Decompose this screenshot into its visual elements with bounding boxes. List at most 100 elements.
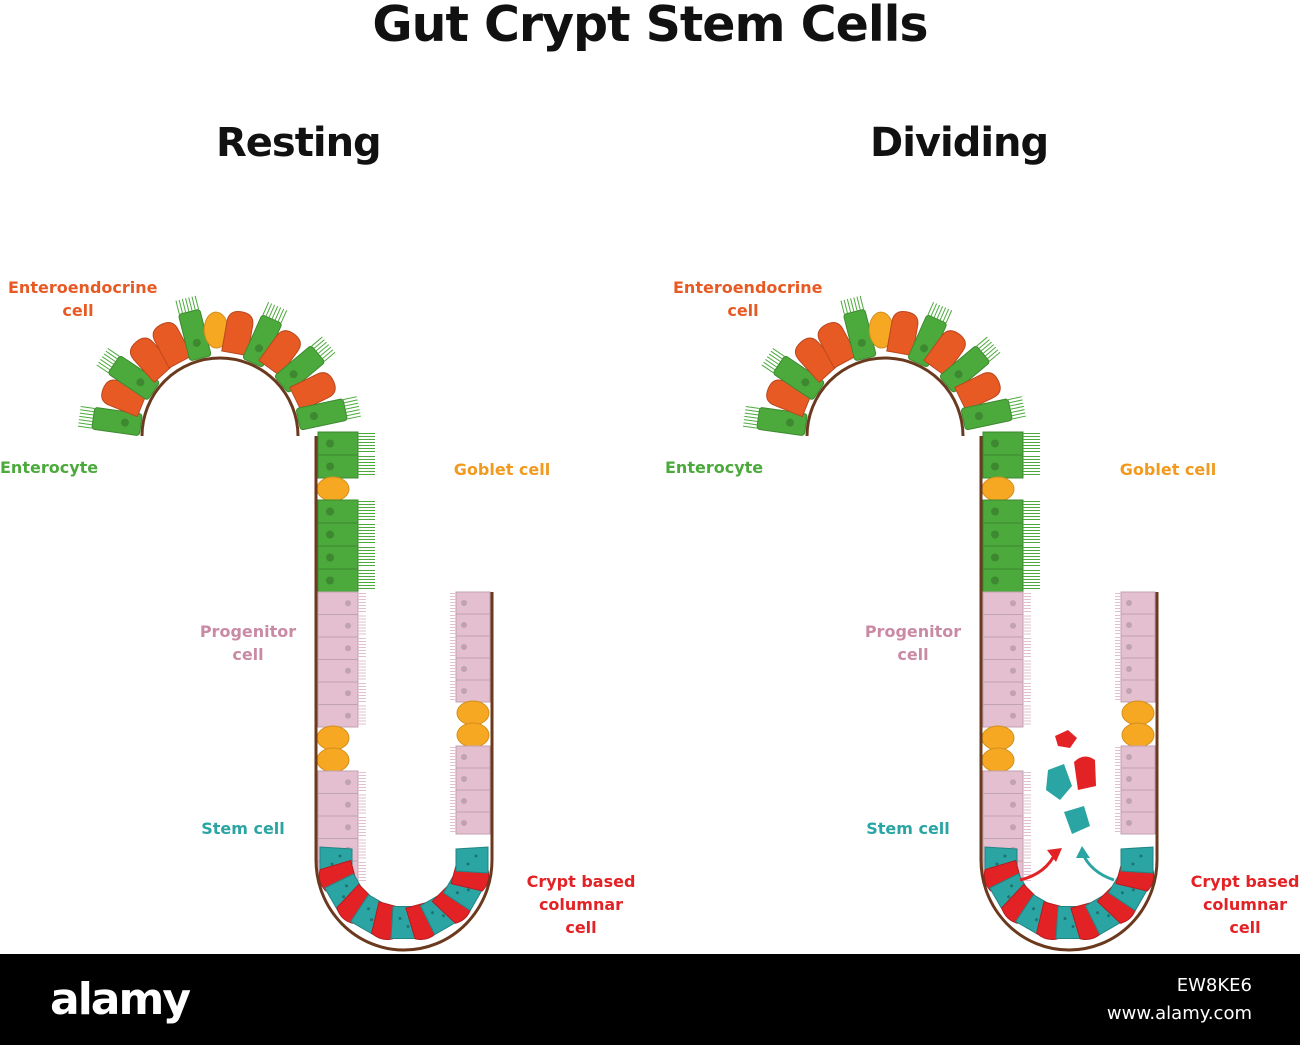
enterocyte-cell (317, 431, 359, 456)
microvillus (744, 412, 759, 416)
microvillus (280, 310, 288, 324)
granule (1131, 862, 1135, 866)
enteroendocrine-cell (817, 322, 858, 369)
label-stem-dividing: Stem cell (866, 819, 950, 838)
footer-bar: alamy EW8KE6 www.alamy.com (0, 954, 1300, 1045)
microvillus (763, 361, 776, 371)
microvillus (101, 356, 115, 365)
nucleus (461, 622, 467, 628)
microvillus (856, 296, 861, 311)
granule (330, 862, 334, 866)
microvillus (105, 350, 118, 360)
nucleus (461, 820, 467, 826)
granule (431, 911, 435, 915)
nucleus (326, 439, 334, 448)
granule (455, 891, 459, 895)
nucleus (345, 600, 351, 607)
arch-cell (840, 295, 877, 361)
nucleus (1010, 667, 1016, 674)
microvillus (311, 336, 323, 347)
microvillus (178, 299, 184, 314)
granule (338, 854, 342, 858)
progenitor-cell (317, 681, 359, 705)
nucleus (1126, 622, 1132, 628)
microvillus (745, 409, 760, 413)
nucleus (309, 412, 318, 421)
granule (1032, 907, 1036, 911)
crypt-dividing (742, 295, 1159, 952)
microvillus (343, 399, 358, 404)
microvillus (936, 306, 944, 320)
nucleus (461, 600, 467, 606)
microvillus (319, 346, 332, 357)
arch-cell (761, 348, 825, 400)
microvillus (78, 422, 93, 426)
nucleus (345, 645, 351, 652)
granule (342, 895, 346, 899)
granule (1034, 918, 1038, 922)
nucleus (255, 344, 264, 353)
crypt-bottom-cell (431, 883, 472, 924)
nucleus (1126, 798, 1132, 804)
nucleus (991, 462, 999, 471)
enteroendocrine-cell (289, 372, 336, 412)
microvillus (945, 310, 953, 324)
site-url: www.alamy.com (1106, 1003, 1252, 1024)
granule (1010, 884, 1014, 888)
granule (1007, 895, 1011, 899)
crypt-membrane (979, 436, 1159, 952)
microvillus (265, 303, 273, 317)
microvillus (980, 341, 992, 352)
arch-cell (939, 336, 1001, 393)
granule (1106, 914, 1110, 918)
crypt-diagram (77, 295, 1159, 952)
label-enteroendocrine-resting: Enteroendocrine cell (8, 278, 158, 320)
microvillus (744, 415, 759, 419)
granule (1071, 925, 1075, 929)
granule (1096, 911, 1100, 915)
arch-cell (152, 322, 193, 369)
nucleus (345, 712, 351, 719)
microvillus (96, 364, 109, 374)
goblet-cell (1121, 700, 1155, 726)
nucleus (345, 779, 351, 786)
enterocyte-cell (108, 355, 160, 400)
microvillus (1012, 415, 1027, 420)
nucleus (1126, 600, 1132, 606)
microvillus (772, 348, 785, 357)
microvillus (1008, 396, 1022, 401)
microvillus (343, 396, 357, 401)
progenitor-cell (317, 636, 359, 660)
enteroendocrine-cell (794, 337, 840, 383)
nucleus (289, 370, 298, 379)
granule (474, 854, 478, 858)
progenitor-cell (982, 659, 1024, 683)
arch-cell (954, 372, 1001, 412)
nucleus (1010, 600, 1016, 607)
granule (345, 884, 349, 888)
microvillus (175, 300, 180, 315)
microvillus (79, 412, 94, 416)
granule (1120, 891, 1124, 895)
nucleus (1126, 754, 1132, 760)
microvillus (345, 405, 359, 410)
arch-cell (923, 330, 966, 377)
goblet-cell (456, 722, 490, 748)
microvillus (268, 304, 276, 318)
stem-cell (1120, 846, 1154, 874)
label-stem-resting: Stem cell (201, 819, 285, 838)
microvillus (347, 415, 362, 420)
nucleus (1010, 801, 1016, 808)
goblet-cell (1121, 722, 1155, 748)
progenitor-cell (982, 681, 1024, 705)
crypt-resting (77, 295, 494, 952)
progenitor-cell (317, 793, 359, 817)
crypt-based-cell (1096, 883, 1137, 924)
progenitor-cell (982, 636, 1024, 660)
enterocyte-cell (982, 545, 1024, 570)
crypt-based-cell (1001, 883, 1042, 924)
arch-cell (274, 336, 336, 393)
goblet-cell (316, 476, 350, 502)
microvillus (743, 422, 758, 426)
enterocyte-cell (961, 398, 1013, 431)
